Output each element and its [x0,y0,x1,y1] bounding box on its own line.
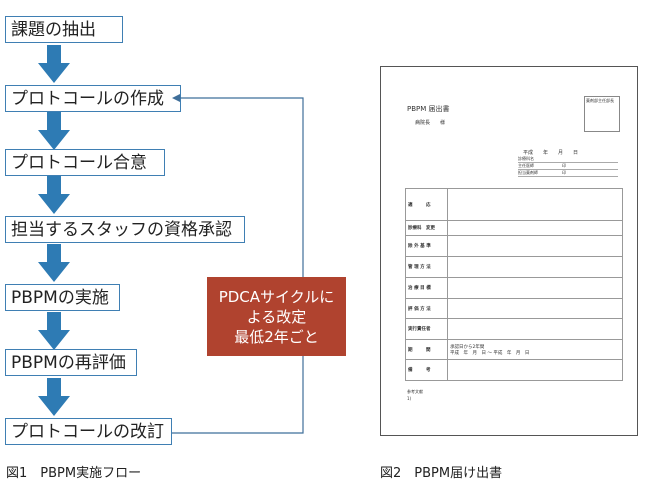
down-arrow-icon [38,45,70,83]
row-value [447,298,623,319]
row-value [447,220,623,236]
row-label: 除 外 基 準 [405,235,448,257]
down-arrow-icon [38,312,70,350]
stamp-box-label: 薬剤部主任部長 [586,98,614,103]
down-arrow-icon [38,176,70,214]
note-line: 最低2年ごと [234,328,319,346]
row-value [447,256,623,278]
signer-line: 主任医師 印 [518,163,618,170]
step-protocol-creation: プロトコールの作成 [5,85,181,112]
signer-line: 診療科名 [518,156,618,163]
form-addressee: 病院長 様 [415,120,446,126]
down-arrow-icon [38,244,70,282]
form-table: 適 応 診療科 変更 除 外 基 準 管 理 方 法 治 療 目 標 評 価 方… [405,188,623,381]
note-line: PDCAサイクルに [218,288,335,306]
row-value [447,318,623,340]
references-label: 参考文献 [407,389,423,394]
row-value: 承認日から2年間 平成 年 月 日 〜 平成 年 月 日 [447,339,623,360]
stamp-box: 薬剤部主任部長 [584,96,620,132]
row-value [447,235,623,257]
row-label: 期 間 [405,339,448,360]
pdca-cycle-note: PDCAサイクルに よる改定 最低2年ごと [207,277,346,356]
step-protocol-revision: プロトコールの改訂 [5,418,172,445]
row-value [447,188,623,221]
row-value [447,277,623,299]
note-line: よる改定 [246,308,307,326]
signer-line: 担当薬剤師 印 [518,170,618,177]
step-issue-extraction: 課題の抽出 [5,16,123,43]
row-label: 診療科 変更 [405,220,448,236]
figure1-caption: 図1 PBPM実施フロー [6,466,142,481]
down-arrow-icon [38,378,70,416]
row-label: 備 考 [405,359,448,381]
row-label: 実行責任者 [405,318,448,340]
row-label: 評 価 方 法 [405,298,448,319]
step-protocol-agreement: プロトコール合意 [5,149,165,176]
step-staff-qualification: 担当するスタッフの資格承認 [5,216,245,243]
row-value [447,359,623,381]
row-label: 適 応 [405,188,448,221]
reference-item: 1) [407,396,412,401]
step-pbpm-implementation: PBPMの実施 [5,284,120,311]
date-line: 平成 年 月 日 [523,150,579,156]
step-pbpm-reevaluation: PBPMの再評価 [5,349,137,376]
form-title: PBPM 届出書 [407,105,450,113]
pbpm-submission-form: PBPM 届出書 病院長 様 薬剤部主任部長 平成 年 月 日 診療科名 主任医… [380,66,638,436]
row-label: 管 理 方 法 [405,256,448,278]
figure2-caption: 図2 PBPM届け出書 [380,466,503,481]
down-arrow-icon [38,112,70,150]
row-label: 治 療 目 標 [405,277,448,299]
